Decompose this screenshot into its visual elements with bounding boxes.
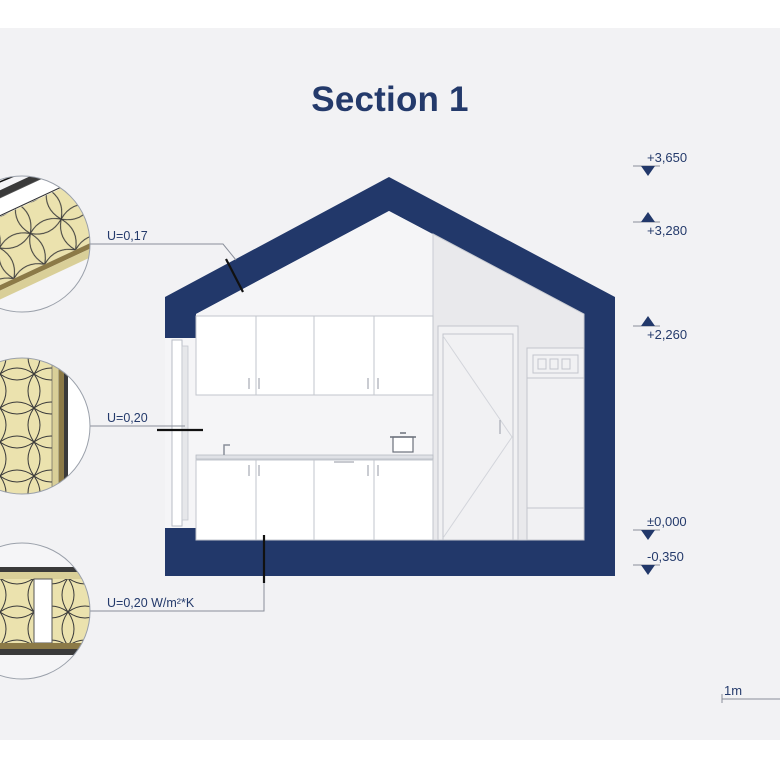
triangle-marker-icon <box>641 166 655 176</box>
house-section <box>165 177 615 576</box>
level-ground: -0,350 <box>633 549 684 575</box>
triangle-marker-icon <box>641 212 655 222</box>
insulation-detail-icon <box>0 357 91 495</box>
floor-detail-circle <box>0 542 91 680</box>
u-value-floor: U=0,20 W/m²*K <box>107 596 195 610</box>
level-ceiling: +3,280 <box>633 212 687 238</box>
cooking-pot <box>390 432 416 453</box>
svg-text:+2,260: +2,260 <box>647 327 687 342</box>
wall-detail-circle <box>0 357 91 495</box>
triangle-marker-icon <box>641 316 655 326</box>
svg-text:±0,000: ±0,000 <box>647 514 687 529</box>
upper-cabinets <box>195 315 434 396</box>
u-value-roof: U=0,17 <box>107 229 148 243</box>
section-sheet: Section 1 <box>0 28 780 740</box>
level-floor: ±0,000 <box>633 514 687 540</box>
level-roof-top: +3,650 <box>633 150 687 176</box>
triangle-marker-icon <box>641 565 655 575</box>
countertop <box>195 454 434 460</box>
triangle-marker-icon <box>641 530 655 540</box>
level-eave: +2,260 <box>633 316 687 342</box>
section-cut-ticks <box>157 258 266 583</box>
insulation-detail-icon <box>0 175 91 313</box>
level-markers: +3,650 +3,280 +2,260 ±0,000 -0,350 <box>633 150 687 575</box>
scale-bar: 1m <box>721 683 780 703</box>
shelving-unit <box>526 347 585 541</box>
door <box>437 325 519 541</box>
page-title: Section 1 <box>311 80 469 119</box>
faucet <box>223 444 230 455</box>
roof-detail-circle <box>0 175 91 313</box>
svg-text:+3,650: +3,650 <box>647 150 687 165</box>
svg-text:-0,350: -0,350 <box>647 549 684 564</box>
lower-cabinets <box>195 459 434 541</box>
u-value-wall: U=0,20 <box>107 411 148 425</box>
scale-label: 1m <box>724 683 742 698</box>
svg-text:+3,280: +3,280 <box>647 223 687 238</box>
insulation-detail-icon <box>0 542 91 680</box>
section-drawing: U=0,17 U=0,20 U=0,20 W/m²*K +3,650 +3,28… <box>0 150 780 703</box>
window-frame <box>171 339 183 527</box>
